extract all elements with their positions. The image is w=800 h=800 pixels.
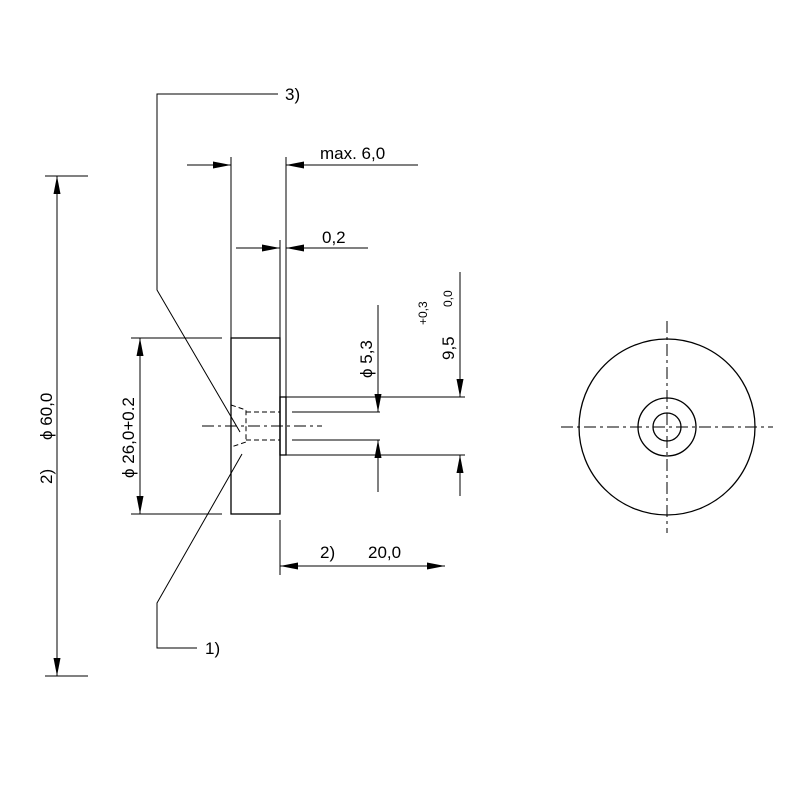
- tolerance-upper: +0,3: [416, 301, 430, 325]
- dim-gap: 0,2: [236, 228, 368, 338]
- max-thickness-label: max. 6,0: [320, 144, 385, 163]
- front-view: [561, 321, 773, 533]
- side-view: [202, 337, 465, 515]
- bore-diameter-label: ϕ 5,3: [357, 340, 376, 378]
- tolerance-lower: 0,0: [441, 290, 455, 307]
- length-note: 2): [320, 543, 335, 562]
- shaft-width-label: 9,5: [439, 336, 458, 360]
- outer-diameter-label: ϕ 60,0: [37, 393, 56, 440]
- callout-1-label: 1): [205, 639, 220, 658]
- dim-max-thickness: max. 6,0: [187, 144, 418, 397]
- dim-outer-diameter: 2) ϕ 60,0: [37, 175, 88, 677]
- callout-3: 3): [156, 85, 300, 433]
- mount-diameter-label: ϕ 26,0+0.2: [119, 397, 138, 478]
- dim-mount-diameter: ϕ 26,0+0.2: [119, 337, 222, 515]
- gap-label: 0,2: [322, 228, 346, 247]
- callout-3-label: 3): [285, 85, 300, 104]
- outer-diameter-note: 2): [37, 469, 56, 484]
- dim-bore-diameter: ϕ 5,3: [357, 305, 382, 492]
- length-label: 20,0: [368, 543, 401, 562]
- dim-shaft-width: 9,5 +0,3 0,0: [416, 272, 464, 496]
- callout-1: 1): [156, 453, 243, 658]
- dim-length: 2) 20,0: [279, 520, 445, 575]
